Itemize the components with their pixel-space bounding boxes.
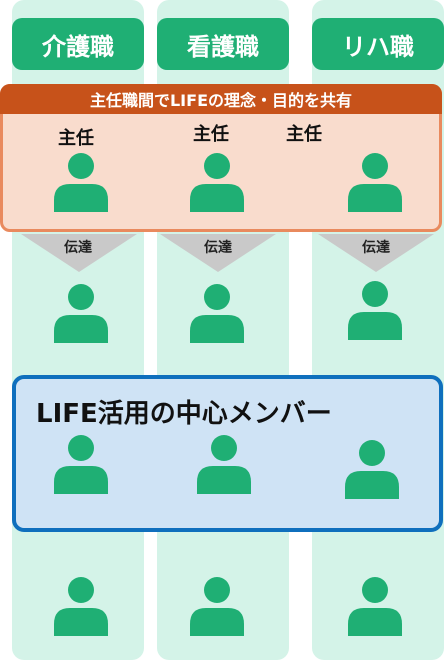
transmit-label-riha: 伝達 (362, 240, 390, 256)
person-icon (346, 152, 404, 212)
transmit-arrow-kango (160, 234, 276, 272)
person-icon (346, 576, 404, 636)
person-icon (195, 434, 253, 494)
column-header-kaigo: 介護職 (12, 18, 144, 70)
leader-role-label-kango: 主任 (193, 124, 229, 145)
person-icon (188, 283, 246, 343)
transmit-label-kaigo: 伝達 (64, 240, 92, 256)
transmit-arrow-kaigo (21, 234, 137, 272)
person-icon (343, 439, 401, 499)
person-icon (52, 152, 110, 212)
leader-role-label-riha: 主任 (286, 124, 322, 145)
leader-role-label-kaigo: 主任 (58, 128, 94, 149)
person-icon (188, 152, 246, 212)
person-icon (52, 283, 110, 343)
leader-group-banner: 主任職間でLIFEの理念・目的を共有 (0, 84, 442, 114)
core-group-title: LIFE活用の中心メンバー (36, 399, 332, 429)
person-icon (188, 576, 246, 636)
column-header-kango: 看護職 (157, 18, 289, 70)
column-header-riha: リハ職 (312, 18, 444, 70)
person-icon (52, 576, 110, 636)
person-icon (52, 434, 110, 494)
person-icon (346, 280, 404, 340)
transmit-arrow-riha (318, 234, 434, 272)
transmit-label-kango: 伝達 (204, 240, 232, 256)
